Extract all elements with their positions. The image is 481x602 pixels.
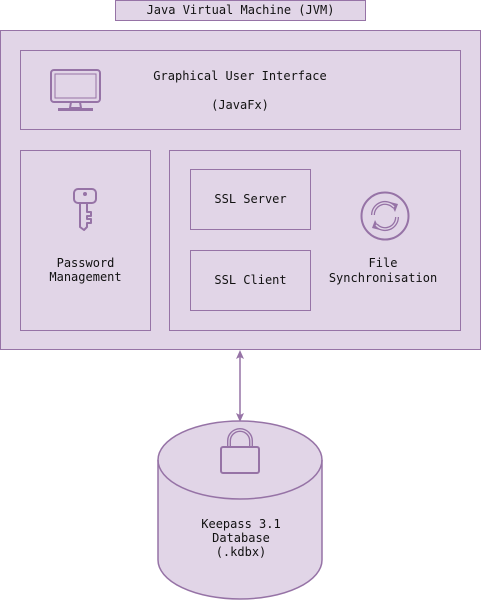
sync-icon — [360, 191, 410, 241]
file-sync-label-line1: File — [368, 256, 398, 270]
database-label-line3: (.kdbx) — [215, 545, 267, 559]
gui-label-line1: Graphical User Interface — [153, 69, 327, 83]
jvm-title-box — [115, 0, 366, 21]
lock-icon — [220, 428, 260, 474]
password-label-line1: Password — [56, 256, 115, 270]
gui-label-line2: (JavaFx) — [211, 98, 269, 112]
database-label-line1: Keepass 3.1 — [201, 517, 281, 531]
key-icon — [73, 188, 97, 231]
monitor-icon — [50, 69, 101, 111]
database-label-line2: Database — [212, 531, 270, 545]
password-management-box — [20, 150, 151, 331]
ssl-client-box — [190, 250, 311, 311]
jvm-title: Java Virtual Machine (JVM) — [146, 3, 335, 17]
ssl-client-label: SSL Client — [214, 273, 287, 287]
ssl-server-label: SSL Server — [214, 192, 287, 206]
bidirectional-arrow — [236, 350, 244, 422]
database-cylinder — [157, 420, 323, 600]
ssl-server-box — [190, 169, 311, 230]
password-label-line2: Management — [49, 270, 122, 284]
file-sync-label-line2: Synchronisation — [328, 271, 438, 285]
